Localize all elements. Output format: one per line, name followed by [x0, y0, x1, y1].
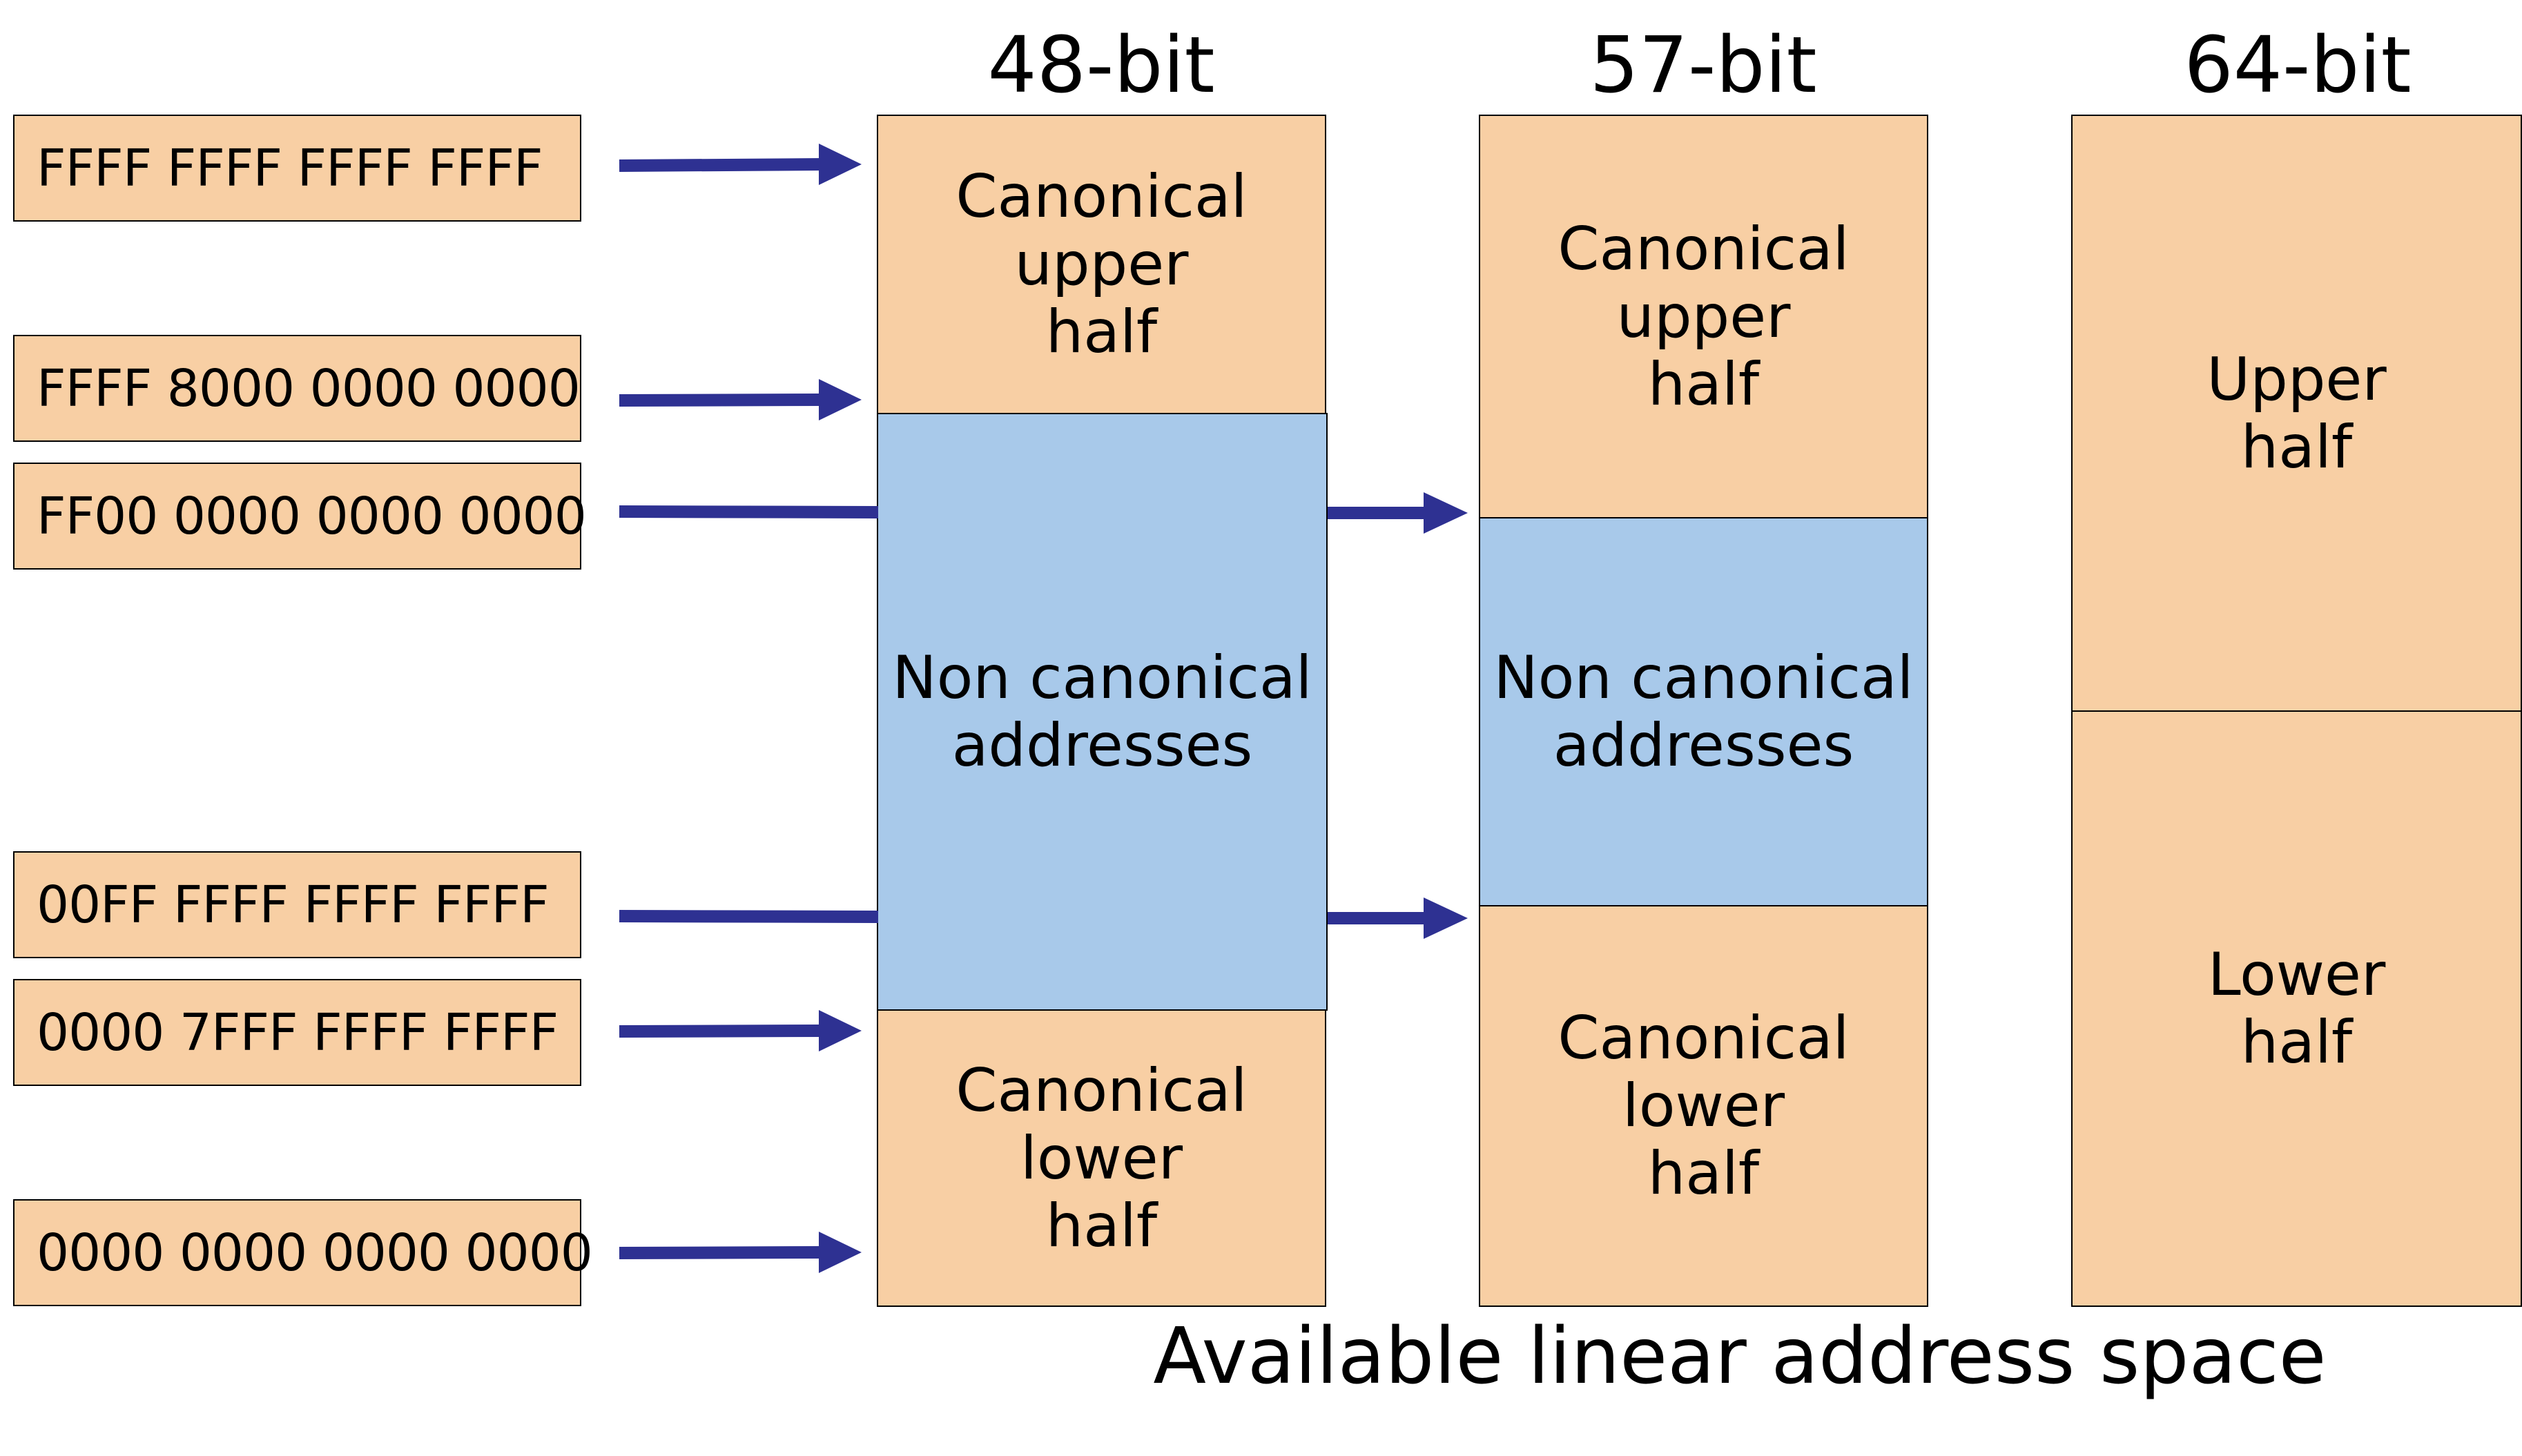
- block-label: Canonical upper half: [1558, 214, 1850, 419]
- block-48-non-canonical: Non canonical addresses: [877, 413, 1328, 1011]
- block-label: Non canonical addresses: [1493, 643, 1914, 780]
- block-57-non-canonical: Non canonical addresses: [1479, 517, 1928, 906]
- arrow-head: [1424, 897, 1468, 939]
- arrow-addr-1: [619, 158, 822, 172]
- address-label: 0000 7FFF FFFF FFFF: [13, 979, 581, 1086]
- address-label: FF00 0000 0000 0000: [13, 463, 587, 570]
- arrow-head: [819, 1010, 862, 1051]
- block-label: Upper half: [2206, 344, 2387, 482]
- column-title-64-bit: 64-bit: [2184, 21, 2412, 110]
- block-57-canonical-upper: Canonical upper half: [1479, 115, 1928, 518]
- address-label: 0000 0000 0000 0000: [13, 1199, 593, 1306]
- arrow-head: [1424, 492, 1468, 534]
- address-label: FFFF 8000 0000 0000: [13, 335, 581, 442]
- block-label: Canonical lower half: [1558, 1004, 1850, 1208]
- block-label: Lower half: [2207, 940, 2386, 1077]
- address-label: 00FF FFFF FFFF FFFF: [13, 851, 581, 958]
- arrow-head: [819, 144, 862, 185]
- line-addr-4: [619, 910, 879, 923]
- arrow-head: [819, 1232, 862, 1273]
- block-57-canonical-lower: Canonical lower half: [1479, 905, 1928, 1307]
- arrow-addr-6: [619, 1246, 822, 1259]
- block-64-upper-half: Upper half: [2071, 115, 2522, 712]
- block-48-canonical-upper: Canonical upper half: [877, 115, 1326, 414]
- column-title-48-bit: 48-bit: [987, 21, 1215, 110]
- block-64-lower-half: Lower half: [2071, 710, 2522, 1307]
- block-label: Canonical lower half: [956, 1056, 1248, 1261]
- caption: Available linear address space: [1153, 1312, 2327, 1401]
- block-label: Non canonical addresses: [892, 643, 1312, 780]
- block-label: Canonical upper half: [956, 162, 1248, 367]
- block-48-canonical-lower: Canonical lower half: [877, 1009, 1326, 1307]
- address-label: FFFF FFFF FFFF FFFF: [13, 115, 581, 222]
- arrow-head: [819, 379, 862, 420]
- column-title-57-bit: 57-bit: [1589, 21, 1817, 110]
